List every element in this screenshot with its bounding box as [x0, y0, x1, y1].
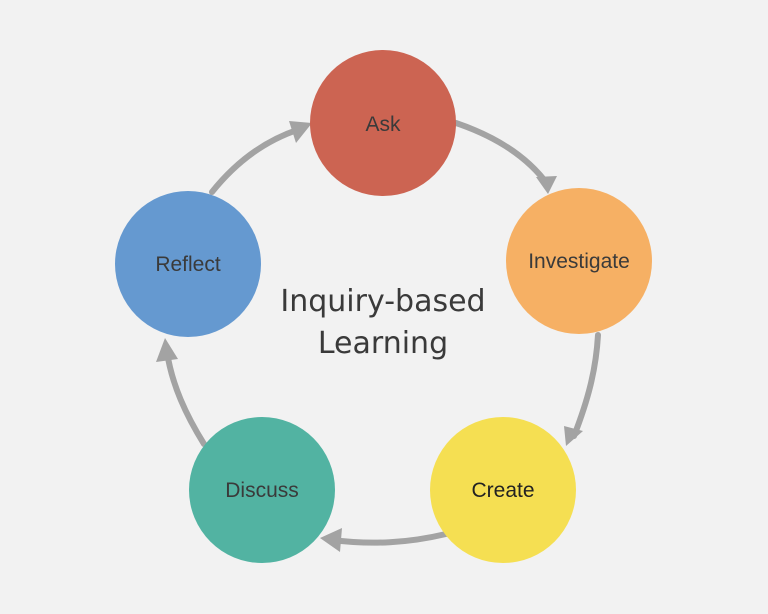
- cycle-nodes: Ask Investigate Create Discuss Reflect: [115, 50, 652, 563]
- node-ask-circle: [310, 50, 456, 196]
- node-discuss-circle: [189, 417, 335, 563]
- connector-arrows: [156, 120, 601, 552]
- node-discuss-label: Discuss: [225, 479, 299, 502]
- arrowhead-create: [564, 426, 583, 446]
- arrowhead-ask: [289, 121, 312, 143]
- node-ask-label: Ask: [365, 113, 401, 136]
- arrowhead-reflect: [156, 338, 178, 362]
- node-investigate-circle: [506, 188, 652, 334]
- node-reflect-label: Reflect: [155, 253, 221, 276]
- arrowhead-investigate: [536, 176, 557, 194]
- arrow-discuss-to-reflect: [164, 349, 207, 447]
- arrow-ask-to-investigate: [453, 120, 551, 188]
- node-investigate-label: Investigate: [528, 250, 630, 273]
- node-reflect-circle: [115, 191, 261, 337]
- center-title: Inquiry-based Learning: [280, 284, 485, 361]
- center-title-line-2: Learning: [318, 326, 448, 361]
- arrow-investigate-to-create: [571, 332, 601, 439]
- arrow-reflect-to-ask: [209, 126, 303, 195]
- arrowhead-discuss: [320, 528, 342, 552]
- node-create: Create: [430, 417, 576, 563]
- node-create-label: Create: [471, 479, 534, 502]
- node-create-circle: [430, 417, 576, 563]
- arrow-create-to-discuss: [329, 531, 449, 546]
- node-reflect: Reflect: [115, 191, 261, 337]
- node-ask: Ask: [310, 50, 456, 196]
- center-title-line-1: Inquiry-based: [280, 284, 485, 319]
- node-investigate: Investigate: [506, 188, 652, 334]
- node-discuss: Discuss: [189, 417, 335, 563]
